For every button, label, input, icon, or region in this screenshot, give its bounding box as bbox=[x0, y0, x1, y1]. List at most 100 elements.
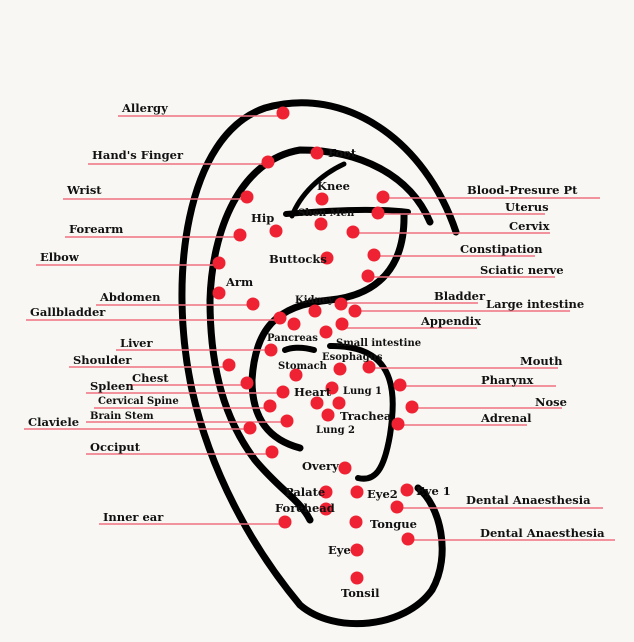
label-inner: Foot bbox=[328, 146, 357, 160]
acupoint-dot bbox=[361, 269, 375, 283]
label-left: Gallbladder bbox=[30, 305, 106, 319]
acupoint-dot bbox=[350, 543, 364, 557]
acupoint-dot bbox=[310, 396, 324, 410]
acupoint-dot bbox=[376, 190, 390, 204]
acupoint-dot bbox=[362, 360, 376, 374]
acupoint-dot bbox=[287, 317, 301, 331]
label-inner: Hip bbox=[251, 211, 274, 225]
label-right: Nose bbox=[535, 395, 567, 409]
label-left: Abdomen bbox=[99, 290, 161, 304]
acupoint-dot bbox=[315, 192, 329, 206]
label-inner: Pancreas bbox=[267, 333, 318, 344]
label-inner: Trachea bbox=[340, 409, 392, 423]
acupoint-dot bbox=[278, 515, 292, 529]
acupoint-dot bbox=[276, 106, 290, 120]
acupoint-dot bbox=[348, 304, 362, 318]
acupoint-dot bbox=[310, 146, 324, 160]
label-right: Dental Anaesthesia bbox=[466, 493, 591, 507]
acupoint-dot bbox=[333, 362, 347, 376]
label-right: Pharynx bbox=[481, 373, 534, 387]
helix-outer bbox=[178, 99, 460, 628]
antihelix-crus bbox=[289, 161, 347, 219]
label-right: Sciatic nerve bbox=[480, 263, 564, 277]
acupoint-dot bbox=[393, 378, 407, 392]
acupoint-dot bbox=[400, 483, 414, 497]
acupoint-dot bbox=[391, 417, 405, 431]
acupoint-dot bbox=[240, 376, 254, 390]
label-left: Occiput bbox=[90, 440, 141, 454]
label-inner: Tongue bbox=[370, 517, 417, 531]
label-inner: Lung 1 bbox=[343, 386, 382, 397]
label-right: Constipation bbox=[460, 242, 543, 256]
acupoint-dot bbox=[334, 297, 348, 311]
label-left: Forearm bbox=[69, 222, 123, 236]
antihelix-upper bbox=[283, 206, 411, 217]
label-left: Liver bbox=[120, 336, 153, 350]
label-left: Chest bbox=[132, 371, 169, 385]
acupoint-dot bbox=[263, 399, 277, 413]
label-left: Claviele bbox=[28, 415, 79, 429]
label-inner: Esophagus bbox=[322, 352, 383, 363]
label-left: Cervical Spine bbox=[98, 396, 179, 407]
acupoint-dot bbox=[350, 571, 364, 585]
label-right: Large intestine bbox=[486, 297, 584, 311]
acupoint-dot bbox=[349, 515, 363, 529]
label-inner: Overy bbox=[302, 459, 339, 473]
acupoint-dot bbox=[280, 414, 294, 428]
label-inner: Buttocks bbox=[269, 252, 327, 266]
label-left: Brain Stem bbox=[90, 411, 154, 422]
label-inner: Tonsil bbox=[341, 586, 380, 600]
acupoint-dot bbox=[212, 256, 226, 270]
acupoint-dot bbox=[261, 155, 275, 169]
acupoint-dot bbox=[319, 325, 333, 339]
acupoint-dot bbox=[240, 190, 254, 204]
label-left: Shoulder bbox=[73, 353, 132, 367]
label-inner: Knee bbox=[317, 179, 350, 193]
label-left: Spleen bbox=[90, 379, 134, 393]
acupoint-dot bbox=[371, 206, 385, 220]
label-right: Adrenal bbox=[480, 411, 532, 425]
label-right: Blood-Presure Pt bbox=[467, 183, 578, 197]
acupoint-dot bbox=[346, 225, 360, 239]
acupoint-dot bbox=[273, 311, 287, 325]
concha-line bbox=[327, 342, 396, 482]
acupoint-dot bbox=[338, 461, 352, 475]
acupoint-dot bbox=[319, 502, 333, 516]
label-inner: Kidney bbox=[295, 295, 335, 306]
acupoint-dot bbox=[325, 381, 339, 395]
acupoint-dot bbox=[289, 368, 303, 382]
label-inner: Small intestine bbox=[336, 338, 421, 349]
label-inner: Eye2 bbox=[367, 487, 398, 501]
acupoint-dot bbox=[350, 485, 364, 499]
label-inner: Eye bbox=[328, 543, 351, 557]
acupoint-dot bbox=[314, 217, 328, 231]
label-right: Appendix bbox=[420, 314, 481, 328]
label-left: Inner ear bbox=[103, 510, 164, 524]
acupoint-dot bbox=[367, 248, 381, 262]
acupoint-dot bbox=[405, 400, 419, 414]
acupoint-dot bbox=[265, 445, 279, 459]
acupoint-dot bbox=[321, 408, 335, 422]
label-right: Uterus bbox=[505, 200, 549, 214]
helix-inner bbox=[206, 146, 434, 524]
acupoint-dot bbox=[390, 500, 404, 514]
acupoint-dot bbox=[335, 317, 349, 331]
acupoint-dot bbox=[212, 286, 226, 300]
acupoint-dot bbox=[269, 224, 283, 238]
acupoint-dot bbox=[319, 485, 333, 499]
label-inner: Forehead bbox=[275, 501, 335, 515]
label-inner: Eye 1 bbox=[416, 484, 451, 498]
label-inner: Heart bbox=[294, 385, 332, 399]
label-left: Allergy bbox=[121, 101, 168, 115]
label-left: Hand's Finger bbox=[92, 148, 184, 162]
label-inner: Lung 2 bbox=[316, 425, 355, 436]
acupoint-dot bbox=[276, 385, 290, 399]
label-inner: Palate bbox=[285, 485, 325, 499]
acupoint-dot bbox=[332, 396, 346, 410]
label-inner: Shen Men bbox=[298, 208, 355, 219]
acupoint-dot bbox=[246, 297, 260, 311]
acupoint-dot bbox=[233, 228, 247, 242]
antitragus bbox=[282, 344, 317, 353]
label-right: Mouth bbox=[520, 354, 563, 368]
